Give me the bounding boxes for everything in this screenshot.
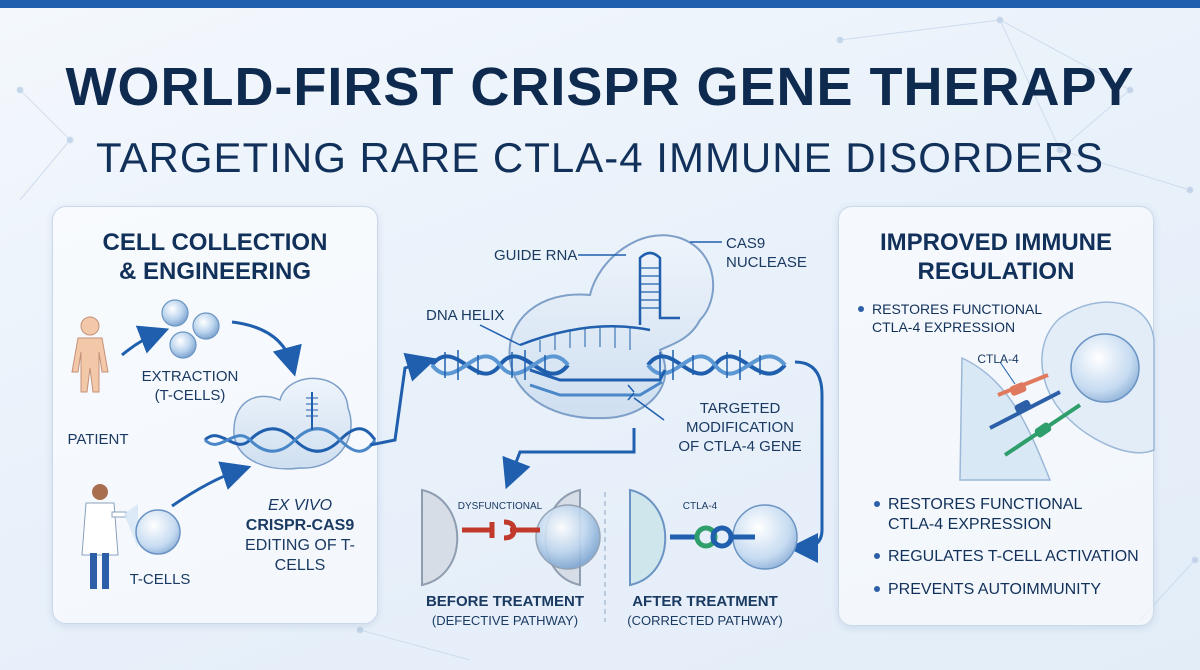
before-treatment-caption: BEFORE TREATMENT (DEFECTIVE PATHWAY) <box>415 592 595 630</box>
patient-label: PATIENT <box>67 431 129 448</box>
guide-rna-label: GUIDE RNA <box>494 247 578 264</box>
dna-helix-label: DNA HELIX <box>426 307 505 324</box>
tcell-icon <box>135 509 181 555</box>
right-ctla4-label: CTLA-4 <box>977 352 1019 366</box>
editing-label-line1: EX VIVO <box>267 497 333 514</box>
dna-helix-icon <box>430 350 787 401</box>
light-beam-icon <box>124 504 138 548</box>
targeted-line2: MODIFICATION <box>685 419 795 436</box>
bullet-dot <box>858 306 864 312</box>
ctla4-leader <box>999 361 1016 385</box>
top-accent-bar <box>0 0 1200 8</box>
right-bullet-1-line2: CTLA-4 EXPRESSION <box>888 516 1052 533</box>
left-panel-title-line1: CELL COLLECTION <box>102 229 328 256</box>
scientist-figure-icon <box>81 484 127 589</box>
left-panel-title-line2: & ENGINEERING <box>118 258 312 285</box>
extraction-label-line1: EXTRACTION <box>141 368 239 385</box>
targeted-line1: TARGETED <box>699 400 781 417</box>
right-top-bullet: RESTORES FUNCTIONAL CTLA-4 EXPRESSION <box>858 300 1062 336</box>
page-subtitle: TARGETING RARE CTLA-4 IMMUNE DISORDERS <box>96 134 1104 181</box>
dysfunctional-tag: DYSFUNCTIONAL <box>457 501 543 512</box>
bullet-dot <box>874 501 880 507</box>
cas9-label: CAS9 NUCLEASE <box>726 234 816 272</box>
after-treatment-cells-icon <box>629 488 798 587</box>
right-bullet-3: PREVENTS AUTOIMMUNITY <box>874 580 1138 600</box>
targeted-modification-label: TARGETED MODIFICATION OF CTLA-4 GENE <box>660 399 820 456</box>
targeted-leader <box>633 397 665 421</box>
cas9-label-line2: NUCLEASE <box>726 254 807 271</box>
targeted-line3: OF CTLA-4 GENE <box>678 438 802 455</box>
right-panel-title: IMPROVED IMMUNE REGULATION <box>838 228 1154 286</box>
small-crispr-complex-icon <box>203 377 377 470</box>
cas9-label-line1: CAS9 <box>726 235 766 252</box>
right-panel-title-line2: REGULATION <box>917 258 1075 285</box>
page-title: WORLD-FIRST CRISPR GENE THERAPY <box>65 57 1135 117</box>
tcells-label: T-CELLS <box>129 571 191 588</box>
bullet-dot <box>874 586 880 592</box>
after-treatment-title: AFTER TREATMENT <box>632 593 778 610</box>
right-bullet-1-line1: RESTORES FUNCTIONAL <box>888 496 1083 513</box>
right-bullet-2-line1: REGULATES T-CELL ACTIVATION <box>888 548 1139 565</box>
left-panel-title: CELL COLLECTION & ENGINEERING <box>52 228 378 286</box>
right-panel-title-line1: IMPROVED IMMUNE <box>879 229 1112 256</box>
right-top-bullet-line2: CTLA-4 EXPRESSION <box>872 319 1016 335</box>
right-bullet-3-line1: PREVENTS AUTOIMMUNITY <box>888 581 1102 598</box>
bullet-dot <box>874 553 880 559</box>
patient-figure-icon <box>71 316 109 393</box>
extraction-label: EXTRACTION (T-CELLS) <box>130 367 250 405</box>
editing-label-line3: EDITING OF T-CELLS <box>245 537 355 574</box>
before-treatment-cells-icon <box>421 488 601 587</box>
dna-helix-leader <box>479 324 521 346</box>
after-treatment-sub: (CORRECTED PATHWAY) <box>627 613 783 628</box>
right-top-bullet-line1: RESTORES FUNCTIONAL <box>872 301 1043 317</box>
before-treatment-title: BEFORE TREATMENT <box>425 593 585 610</box>
right-bullet-2: REGULATES T-CELL ACTIVATION <box>874 547 1148 567</box>
after-treatment-caption: AFTER TREATMENT (CORRECTED PATHWAY) <box>615 592 795 630</box>
before-treatment-sub: (DEFECTIVE PATHWAY) <box>431 613 579 628</box>
extracted-tcells-icon <box>161 299 220 359</box>
right-bullet-1: RESTORES FUNCTIONAL CTLA-4 EXPRESSION <box>874 495 1138 535</box>
extraction-label-line2: (T-CELLS) <box>154 387 226 404</box>
after-ctla4-tag: CTLA-4 <box>682 501 718 512</box>
regulated-cells-icon <box>959 301 1155 481</box>
editing-label-line2: CRISPR-CAS9 <box>245 517 355 534</box>
editing-label: EX VIVO CRISPR-CAS9 EDITING OF T-CELLS <box>220 496 380 576</box>
